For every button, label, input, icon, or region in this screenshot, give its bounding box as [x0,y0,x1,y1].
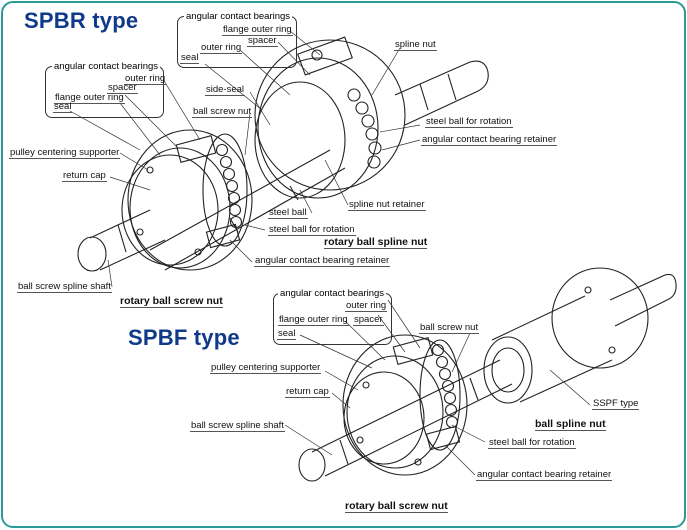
spbr-rotary-ball-spline-nut-subtitle: rotary ball spline nut [324,236,428,249]
spbr-left-flange-outer-ring-label: flange outer ring [54,92,125,104]
spbr-steel-balls-upper [347,88,382,169]
spbf-ball-screw-spline-shaft-label: ball screw spline shaft [190,420,285,432]
spbr-steel-ball-for-rotation-upper-label: steel ball for rotation [425,116,513,128]
spbr-illustration [77,36,489,272]
spbf-seal-label: seal [277,328,297,340]
spbf-pulley-centering-supporter-label: pulley centering supporter [210,362,322,374]
spbr-spline-nut-label: spline nut [394,39,437,51]
spbf-rotary-ball-screw-nut [342,334,468,476]
spbf-steel-balls [431,343,459,429]
spbf-shaft-end [298,448,326,482]
spbf-outer-ring-label: outer ring [345,300,388,312]
spbf-ball-screw-nut-label: ball screw nut [419,322,480,334]
spbr-rotary-ball-screw-nut-subtitle: rotary ball screw nut [120,295,223,308]
spbf-group-title: angular contact bearings [278,288,387,299]
spbf-rotary-ball-screw-nut-subtitle: rotary ball screw nut [345,500,448,513]
spbf-bearing-group: angular contact bearings [273,288,392,345]
spbf-ball-spline-flange [551,267,649,369]
spbf-steel-ball-for-rotation-label: steel ball for rotation [488,437,576,449]
spbr-shaft [149,149,346,271]
spbf-ball-spline-nut-subtitle: ball spline nut [535,418,606,431]
spbf-ball-spline-nut-body [491,295,613,403]
spbr-ball-screw-nut [127,129,253,271]
spbr-steel-ball-for-rotation-label: steel ball for rotation [268,224,356,236]
spbf-flange-outer-ring-label: flange outer ring [278,314,349,326]
spbf-spacer-label: spacer [353,314,384,326]
spbr-side-seal-label: side-seal [205,84,246,96]
spbr-spline-nut-flange [254,39,406,191]
spbf-shaft [311,359,513,477]
spbr-right-flange-outer-ring-label: flange outer ring [222,24,293,36]
spbr-ball-screw-nut-label: ball screw nut [192,106,253,118]
spbf-illustration [298,267,677,482]
spbr-right-outer-ring-label: outer ring [200,42,243,54]
spbr-angular-contact-bearing-retainer-upper-label: angular contact bearing retainer [421,134,558,146]
spbr-right-bearing-group: angular contact bearings [177,11,297,68]
spbr-left-seal-label: seal [53,101,73,113]
spbr-shaft-end [77,236,107,272]
spbr-pulley-centering-supporter-label: pulley centering supporter [9,147,121,159]
spbf-return-cap-label: return cap [285,386,330,398]
spbr-spline-nut-retainer-label: spline nut retainer [348,199,426,211]
spbr-left-spacer-label: spacer [107,82,138,94]
spbr-return-cap-label: return cap [62,170,107,182]
spbr-right-group-title: angular contact bearings [184,11,293,22]
spbr-shaft-right [394,60,489,126]
spbr-right-seal-label: seal [180,52,200,64]
spbr-left-outer-ring-label: outer ring [124,73,167,85]
spbr-left-group-title: angular contact bearings [52,61,161,72]
spbf-title: SPBF type [128,325,240,350]
spbr-ball-screw-spline-shaft-label: ball screw spline shaft [17,281,112,293]
spbf-angular-contact-bearing-retainer-label: angular contact bearing retainer [476,469,613,481]
spbr-right-spacer-label: spacer [247,35,278,47]
spbr-title: SPBR type [24,8,139,33]
spbr-left-bearing-group: angular contact bearings [45,61,164,118]
spbr-angular-contact-bearing-retainer-label: angular contact bearing retainer [254,255,391,267]
spbr-steel-balls-lower [215,143,243,229]
spbf-sspf-type-label: SSPF type [592,398,640,410]
spbr-steel-ball-label: steel ball [268,207,308,219]
